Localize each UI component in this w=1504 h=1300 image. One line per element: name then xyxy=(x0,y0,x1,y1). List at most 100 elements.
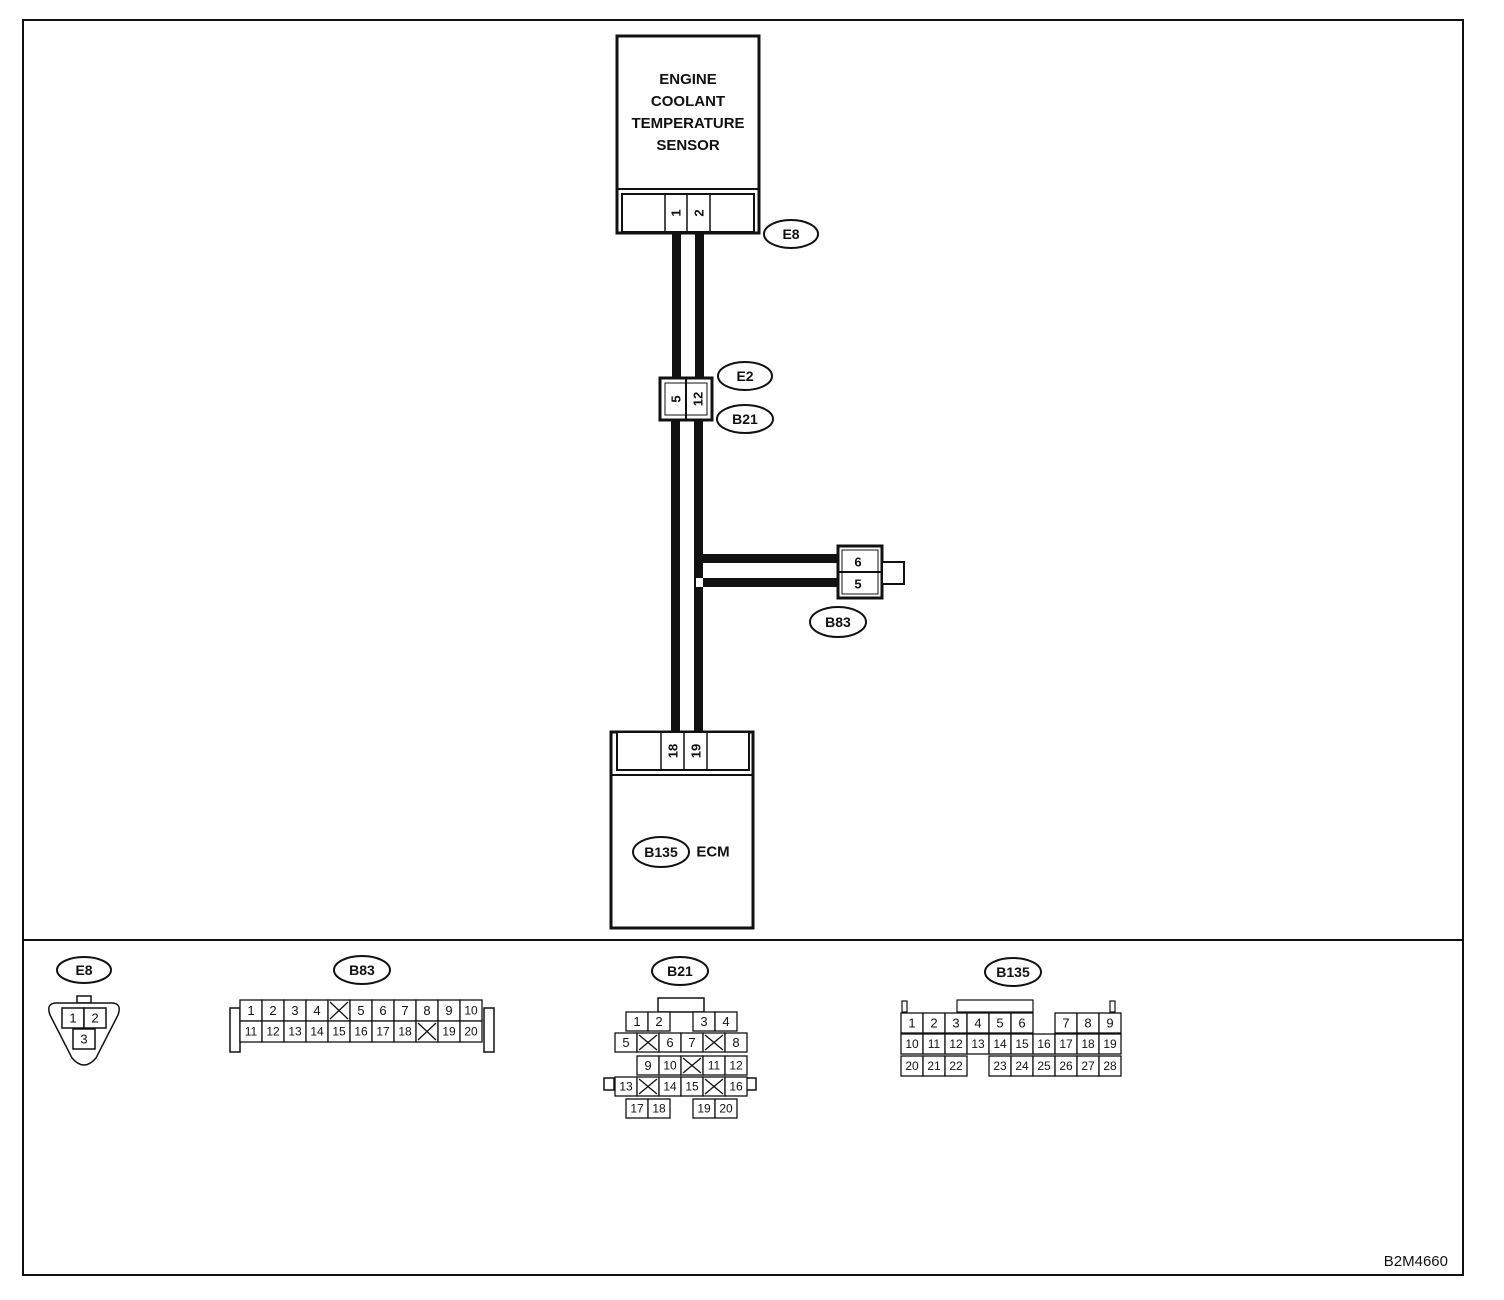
b135-cavity-number: 12 xyxy=(949,1037,963,1051)
b135-cavity: 26 xyxy=(1054,1055,1078,1077)
b21-cavity xyxy=(702,1076,726,1097)
wire-branch-to-pin-6 xyxy=(694,554,840,563)
b83-pin-5: 5 xyxy=(854,577,861,592)
b135-cavity-number: 11 xyxy=(928,1037,941,1051)
b83-cavity-number: 7 xyxy=(401,1003,408,1018)
wire-pin-12-lower xyxy=(694,420,703,732)
b83-cavity-number: 2 xyxy=(269,1003,276,1018)
b21-cavity: 2 xyxy=(647,1011,671,1032)
b21-cavity-number: 13 xyxy=(619,1080,633,1094)
b83-cavity-number: 10 xyxy=(464,1004,478,1018)
b135-cavity-number: 10 xyxy=(905,1037,919,1051)
wire-pin-1-upper xyxy=(672,233,681,378)
b135-cavity: 22 xyxy=(944,1055,968,1077)
b21-cavity: 15 xyxy=(680,1076,704,1097)
b83-cavity xyxy=(327,999,351,1022)
b135-cavity-number: 8 xyxy=(1084,1016,1091,1031)
b21-cavity-number: 15 xyxy=(685,1080,699,1094)
b135-cavity: 16 xyxy=(1032,1033,1056,1055)
b135-cavity: 18 xyxy=(1076,1033,1100,1055)
b21-cavity xyxy=(636,1032,660,1053)
b135-cavity: 5 xyxy=(988,1012,1012,1034)
b21-cavity-number: 2 xyxy=(655,1014,662,1029)
b83-cavity: 3 xyxy=(283,999,307,1022)
b135-cavity-number: 23 xyxy=(993,1059,1007,1073)
b83-cavity-number: 14 xyxy=(310,1025,324,1039)
ecm-name: ECM xyxy=(696,844,729,861)
b135-cavity-number: 28 xyxy=(1103,1059,1117,1073)
b135-cavity-number: 6 xyxy=(1018,1016,1025,1031)
b83-cavity-number: 17 xyxy=(376,1025,390,1039)
b135-cavity-number: 22 xyxy=(949,1059,963,1073)
b135-cavity: 14 xyxy=(988,1033,1012,1055)
wire-branch-to-pin-5 xyxy=(703,578,840,587)
b83-cavity: 11 xyxy=(239,1020,263,1043)
b21-cavity: 11 xyxy=(702,1055,726,1076)
b83-cavity xyxy=(415,1020,439,1043)
b83-cavity-number: 1 xyxy=(247,1003,254,1018)
b135-cavity-number: 1 xyxy=(908,1016,915,1031)
ecm-pin-18: 18 xyxy=(666,744,681,758)
e8-cavity-1: 1 xyxy=(69,1011,76,1026)
b83-cavity-number: 9 xyxy=(445,1003,452,1018)
b83-cavity: 1 xyxy=(239,999,263,1022)
b83-cavity: 6 xyxy=(371,999,395,1022)
b21-cavity-number: 3 xyxy=(700,1014,707,1029)
b135-cavity: 8 xyxy=(1076,1012,1100,1034)
b21-cavity: 3 xyxy=(692,1011,716,1032)
b83-cavity: 17 xyxy=(371,1020,395,1043)
sensor-name-line-4: SENSOR xyxy=(656,137,720,154)
b135-cavity: 3 xyxy=(944,1012,968,1034)
wire-harness xyxy=(671,233,840,732)
b83-cavity-number: 5 xyxy=(357,1003,364,1018)
b135-cavity-number: 21 xyxy=(927,1059,941,1073)
sensor-pin-1: 1 xyxy=(669,209,684,216)
b135-cavity-number: 9 xyxy=(1106,1016,1113,1031)
b21-cavity: 13 xyxy=(614,1076,638,1097)
b135-cavity-number: 27 xyxy=(1081,1059,1095,1073)
b83-cavity: 7 xyxy=(393,999,417,1022)
b21-cavity-number: 1 xyxy=(633,1014,640,1029)
b135-cavity-number: 7 xyxy=(1062,1016,1069,1031)
b83-cavity-number: 18 xyxy=(398,1025,412,1039)
b135-cavity-number: 3 xyxy=(952,1016,959,1031)
b135-cavity: 4 xyxy=(966,1012,990,1034)
b21-cavity: 7 xyxy=(680,1032,704,1053)
b83-cavity-number: 8 xyxy=(423,1003,430,1018)
b83-cavity-number: 11 xyxy=(245,1025,258,1039)
b83-branch-connector: 6 5 xyxy=(836,544,905,600)
b135-cavity-number: 20 xyxy=(905,1059,919,1073)
b21-cavity xyxy=(636,1076,660,1097)
b135-cavity-number: 24 xyxy=(1015,1059,1029,1073)
b21-cavity-number: 18 xyxy=(652,1102,666,1116)
b21-connector-label: B21 xyxy=(732,411,758,427)
e8-cavities: 1 2 3 xyxy=(61,1007,107,1050)
b135-cavity: 10 xyxy=(900,1033,924,1055)
b135-cavity-number: 4 xyxy=(974,1016,981,1031)
b135-cavity: 1 xyxy=(900,1012,924,1034)
b135-cavity-number: 14 xyxy=(993,1037,1007,1051)
b83-cavity: 20 xyxy=(459,1020,483,1043)
b135-cavity: 9 xyxy=(1098,1012,1122,1034)
b135-cavity-number: 26 xyxy=(1059,1059,1073,1073)
b21-cavity: 12 xyxy=(724,1055,748,1076)
b21-cavity-number: 6 xyxy=(666,1035,673,1050)
b83-cavity: 4 xyxy=(305,999,329,1022)
ecm-pin-19: 19 xyxy=(689,744,704,758)
b21-cavity: 5 xyxy=(614,1032,638,1053)
b135-cavity: 13 xyxy=(966,1033,990,1055)
b135-cavity-number: 5 xyxy=(996,1016,1003,1031)
diagram-id: B2M4660 xyxy=(1384,1253,1448,1270)
b21-cavity: 10 xyxy=(658,1055,682,1076)
joint-pin-12: 12 xyxy=(691,392,706,406)
b21-cavity-number: 10 xyxy=(663,1059,677,1073)
b21-cavity-number: 19 xyxy=(697,1102,711,1116)
ecm-connector-label: B135 xyxy=(644,844,678,860)
